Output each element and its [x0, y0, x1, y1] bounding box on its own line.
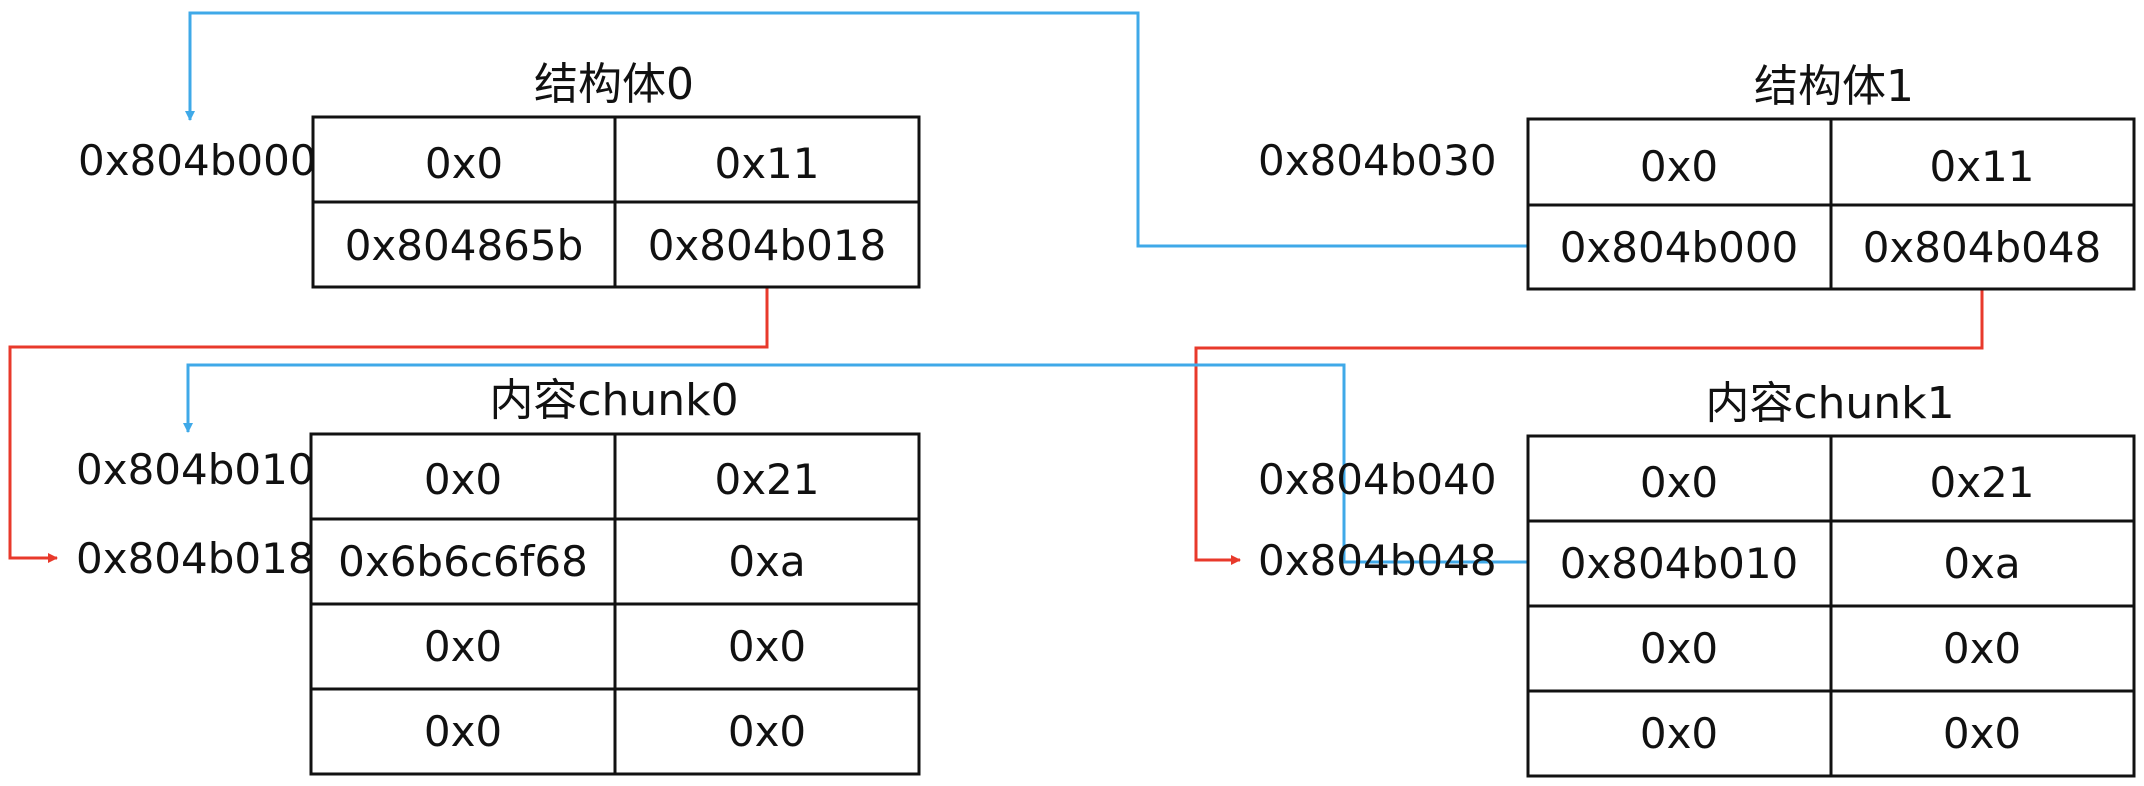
struct1-cell-r1c0: 0x804b000	[1560, 223, 1799, 272]
chunk0-cell-r1c1: 0xa	[728, 537, 805, 586]
struct1-title: 结构体1	[1754, 61, 1914, 112]
chunk1-cell-r0c1: 0x21	[1929, 458, 2034, 507]
struct1-address: 0x804b030	[1258, 136, 1497, 185]
struct0-cell-r0c1: 0x11	[714, 139, 819, 188]
pointer-struct0-to-chunk0	[8, 288, 769, 563]
struct1-cell-r0c0: 0x0	[1640, 142, 1718, 191]
chunk1-cell-r2c1: 0x0	[1943, 624, 2021, 673]
chunk1-title: 内容chunk1	[1705, 378, 1954, 429]
chunk0-address-0: 0x804b010	[76, 445, 315, 494]
chunk0-cell-r1c0: 0x6b6c6f68	[338, 537, 588, 586]
chunk1-cell-r2c0: 0x0	[1640, 624, 1718, 673]
chunk1-cell-r0c0: 0x0	[1640, 458, 1718, 507]
chunk0-cell-r0c1: 0x21	[714, 455, 819, 504]
struct0-block: 结构体0 0x804b000 0x0 0x11 0x804865b 0x804b…	[78, 59, 921, 289]
struct1-cell-r1c1: 0x804b048	[1863, 223, 2102, 272]
pointer-chunk1-to-chunk0	[183, 363, 1528, 564]
struct0-cell-r0c0: 0x0	[425, 139, 503, 188]
chunk0-cell-r2c0: 0x0	[424, 622, 502, 671]
struct1-block: 结构体1 0x804b030 0x0 0x11 0x804b000 0x804b…	[1258, 61, 2136, 291]
chunk1-address-0: 0x804b040	[1258, 455, 1497, 504]
chunk1-cell-r1c1: 0xa	[1943, 539, 2020, 588]
struct0-cell-r1c0: 0x804865b	[345, 221, 584, 270]
chunk0-cell-r3c0: 0x0	[424, 707, 502, 756]
struct0-cell-r1c1: 0x804b018	[648, 221, 887, 270]
chunk0-address-1: 0x804b018	[76, 534, 315, 583]
struct0-title: 结构体0	[534, 59, 694, 110]
struct1-cell-r0c1: 0x11	[1929, 142, 2034, 191]
struct0-address: 0x804b000	[78, 136, 317, 185]
chunk1-cell-r3c0: 0x0	[1640, 709, 1718, 758]
chunk0-cell-r2c1: 0x0	[728, 622, 806, 671]
pointer-struct1-to-struct0	[185, 11, 1528, 248]
chunk0-block: 内容chunk0 0x804b010 0x804b018 0x0 0x21 0x…	[76, 375, 921, 776]
chunk0-title: 内容chunk0	[489, 375, 738, 426]
chunk1-cell-r1c0: 0x804b010	[1560, 539, 1799, 588]
chunk0-cell-r3c1: 0x0	[728, 707, 806, 756]
chunk1-cell-r3c1: 0x0	[1943, 709, 2021, 758]
chunk1-address-1: 0x804b048	[1258, 536, 1497, 585]
chunk0-cell-r0c0: 0x0	[424, 455, 502, 504]
pointer-struct1-to-chunk1	[1194, 290, 1984, 565]
chunk1-block: 内容chunk1 0x804b040 0x804b048 0x0 0x21 0x…	[1258, 378, 2136, 778]
